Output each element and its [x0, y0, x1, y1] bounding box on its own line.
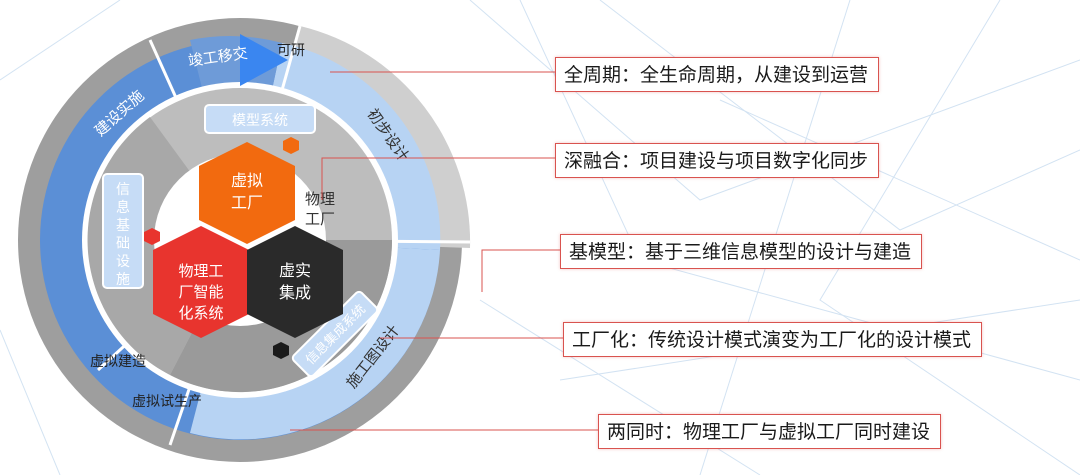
- hex-virtual-real-label-2: 集成: [279, 283, 311, 302]
- hex-physical-smart-label-3: 化系统: [178, 304, 223, 322]
- cycle-arrow-icon: [240, 34, 288, 86]
- note-full-cycle: 全周期：全生命周期，从建设到运营: [555, 57, 880, 92]
- model-system-label: 模型系统: [232, 113, 288, 129]
- stage-feasibility-label: 可研: [277, 43, 305, 59]
- note-two-simultaneous: 两同时：物理工厂与虚拟工厂同时建设: [598, 414, 942, 449]
- stage-virtual-build-label: 虚拟建造: [90, 354, 146, 370]
- hex-virtual-real: [247, 226, 343, 338]
- info-integration-box: [291, 290, 379, 378]
- hex-physical-smart-label-2: 厂智能: [178, 283, 223, 301]
- note-factory-mode: 工厂化：传统设计模式演变为工厂化的设计模式: [563, 322, 983, 357]
- hex-virtual-factory-label-2: 工厂: [231, 193, 263, 212]
- note-base-model: 基模型：基于三维信息模型的设计与建造: [560, 234, 923, 269]
- info-infra-char: 基: [116, 217, 130, 234]
- info-infra-char: 础: [116, 236, 130, 252]
- physical-factory-label-2: 工厂: [305, 210, 335, 228]
- black-dot-icon: [273, 342, 289, 359]
- orange-dot-icon: [283, 137, 299, 154]
- info-infra-char: 息: [116, 199, 130, 216]
- info-infra-char: 设: [116, 254, 130, 270]
- red-dot-icon: [144, 228, 160, 245]
- hex-physical-smart: [153, 226, 249, 338]
- info-infra-char: 施: [116, 272, 130, 288]
- model-system-box: [204, 104, 316, 134]
- physical-factory-label-1: 物理: [305, 190, 335, 208]
- stage-virtual-trial-label: 虚拟试生产: [132, 394, 202, 410]
- hex-virtual-real-label-1: 虚实: [279, 261, 311, 280]
- note-connectors: [290, 71, 598, 431]
- info-infra-box: [102, 173, 144, 289]
- hex-virtual-factory: [199, 142, 295, 244]
- note-deep-fusion: 深融合：项目建设与项目数字化同步: [555, 143, 880, 178]
- hex-virtual-factory-label-1: 虚拟: [231, 171, 263, 190]
- hex-physical-smart-label-1: 物理工: [178, 262, 223, 280]
- info-infra-char: 信: [116, 182, 130, 198]
